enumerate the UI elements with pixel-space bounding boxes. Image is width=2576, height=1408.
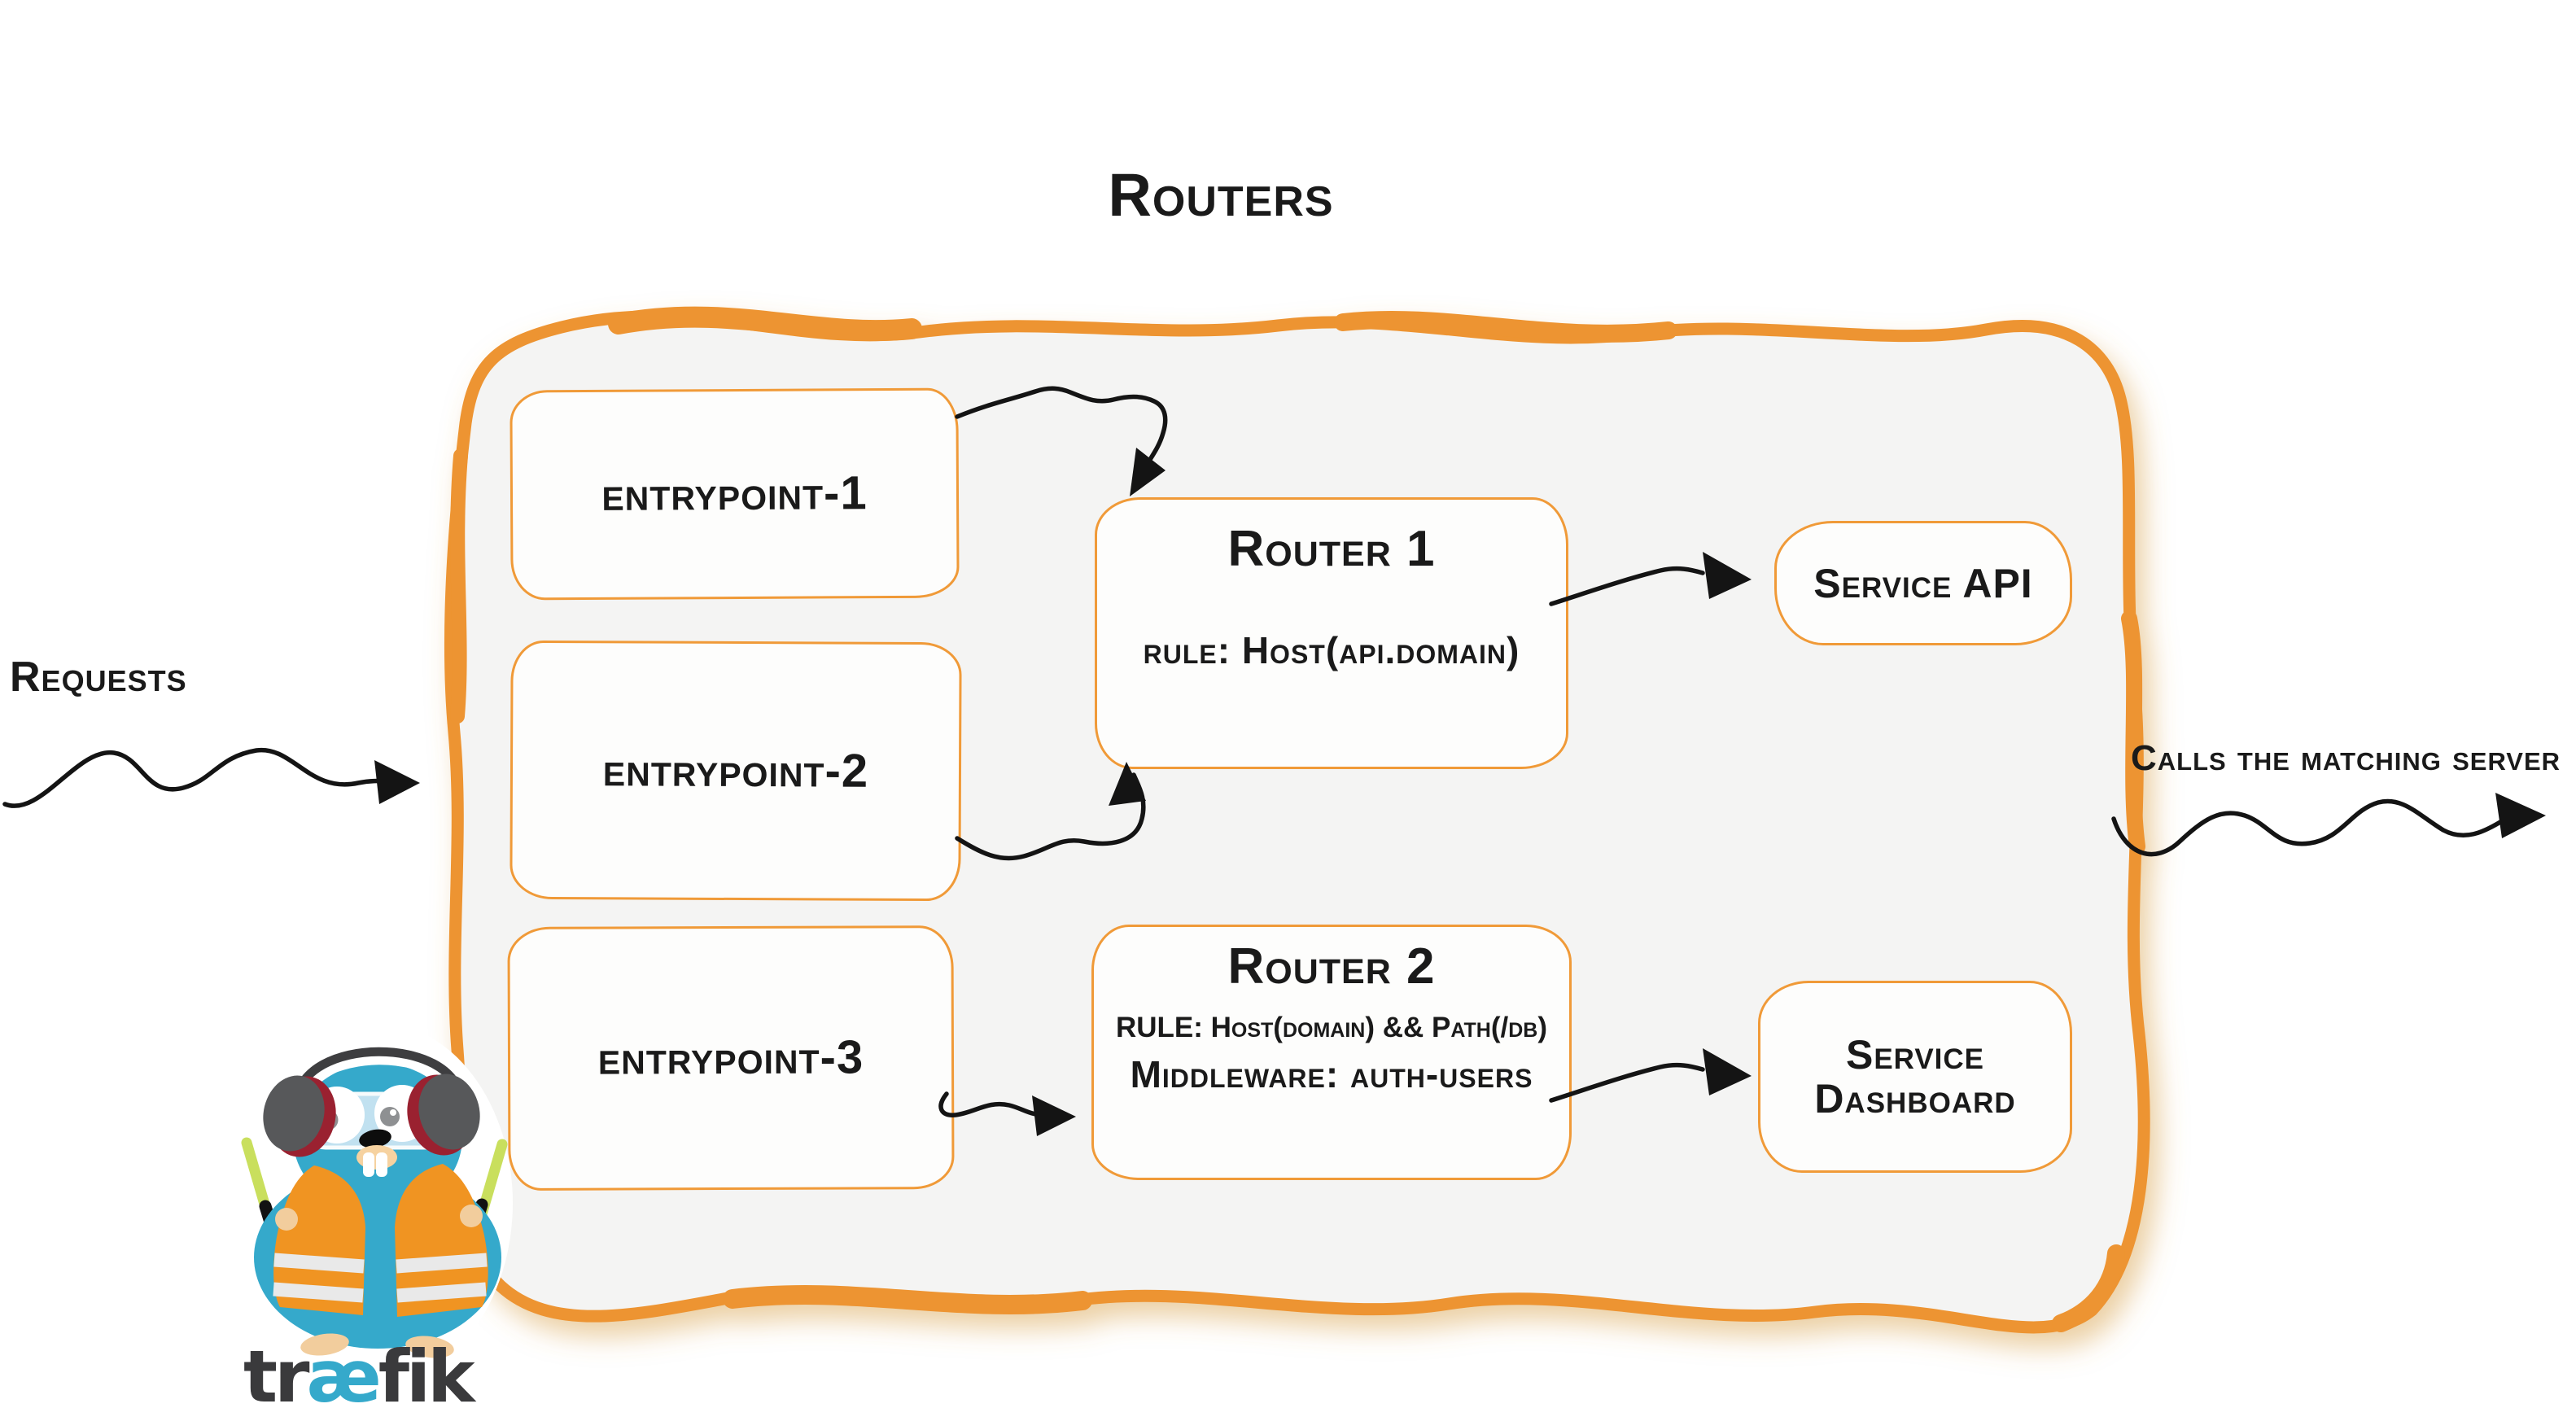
calls-the-matching-server-label: Calls the matching server xyxy=(2131,738,2561,778)
left-earcup-rim xyxy=(269,1076,336,1157)
gopher-body xyxy=(254,1166,501,1349)
right-marshalling-stick-icon xyxy=(468,1139,508,1248)
vest-left-flap xyxy=(273,1165,365,1315)
right-earcup-rim xyxy=(407,1074,474,1156)
gopher-right-eye xyxy=(374,1085,430,1142)
brush-accent-top-right xyxy=(1334,310,1677,343)
right-stick-grip xyxy=(466,1198,488,1240)
left-eye-glint xyxy=(328,1113,335,1119)
arrowhead-into-router1-top xyxy=(1130,448,1166,496)
entrypoint-3-label: entrypoint-3 xyxy=(597,1030,864,1085)
gopher-nose xyxy=(359,1129,391,1148)
gopher-muzzle xyxy=(356,1145,397,1170)
arrowhead-into-service-dashboard xyxy=(1703,1048,1752,1095)
router-2-rule: RULE: Host(domain) && Path(/db) xyxy=(1115,1011,1548,1043)
gopher-right-hand xyxy=(460,1205,483,1227)
arrow-entrypoint1-to-router1 xyxy=(955,386,1168,471)
entrypoint-3-box: entrypoint-3 xyxy=(507,925,955,1191)
service-dashboard-label-line1: Service xyxy=(1845,1032,1985,1078)
goggles-icon xyxy=(299,1091,457,1150)
entrypoint-1-box: entrypoint-1 xyxy=(510,387,960,601)
service-dashboard-label-line2: Dashboard xyxy=(1814,1076,2016,1122)
service-api-box: Service API xyxy=(1774,521,2072,645)
arrow-router1-to-service-api xyxy=(1549,566,1705,606)
entrypoint-1-label: entrypoint-1 xyxy=(601,466,868,521)
wordmark-fik: fik xyxy=(378,1335,475,1408)
gopher-left-hand xyxy=(275,1208,298,1231)
vest-reflective-stripes xyxy=(273,1253,488,1303)
calls-arrowhead xyxy=(2495,793,2546,838)
wordmark-tr: tr xyxy=(243,1335,309,1408)
left-pupil xyxy=(317,1109,339,1130)
brush-accent-right xyxy=(2121,610,2145,855)
left-earcup-icon xyxy=(263,1075,325,1152)
brush-accent-left xyxy=(450,448,468,724)
router-2-middleware: Middleware: auth-users xyxy=(1130,1052,1533,1095)
gopher-halo xyxy=(239,1022,513,1384)
router-1-rule: rule: Host(api.domain) xyxy=(1143,628,1520,671)
router-2-box: Router 2 RULE: Host(domain) && Path(/db)… xyxy=(1091,925,1572,1180)
brush-accent-corner xyxy=(2052,1244,2125,1332)
requests-label: Requests xyxy=(10,654,187,701)
right-eye-glint xyxy=(390,1109,396,1116)
headphone-band-icon xyxy=(291,1047,466,1103)
right-pupil xyxy=(380,1107,400,1126)
vest-right-flap xyxy=(395,1164,488,1317)
entrypoint-2-label: entrypoint-2 xyxy=(602,742,869,798)
vest-stripe xyxy=(396,1282,487,1303)
calls-arrow xyxy=(2111,798,2503,857)
requests-arrowhead xyxy=(374,760,420,804)
headphone-pad xyxy=(307,1040,450,1078)
gopher-mascot xyxy=(239,1022,513,1384)
brush-accent-top-left xyxy=(608,306,922,342)
arrowhead-into-router2 xyxy=(1032,1095,1076,1136)
page-title: Routers xyxy=(1108,161,1334,229)
vest-stripe xyxy=(396,1253,488,1274)
left-marshalling-stick-icon xyxy=(241,1137,281,1246)
left-stick-grip xyxy=(259,1200,281,1242)
brush-accent-bottom xyxy=(723,1285,1092,1314)
gopher-left-eye xyxy=(309,1087,365,1143)
service-dashboard-box: Service Dashboard xyxy=(1758,981,2072,1173)
router-1-title: Router 1 xyxy=(1227,521,1436,577)
arrowhead-into-service-api xyxy=(1703,552,1752,599)
arrow-entrypoint3-to-router2 xyxy=(938,1091,1049,1117)
vest-stripe xyxy=(273,1253,365,1274)
arrow-entrypoint2-to-router1 xyxy=(955,772,1146,861)
entrypoint-2-box: entrypoint-2 xyxy=(510,640,962,902)
service-api-label: Service API xyxy=(1813,560,2033,606)
wordmark-ae: æ xyxy=(306,1335,381,1408)
router-1-box: Router 1 rule: Host(api.domain) xyxy=(1095,497,1568,769)
requests-arrow xyxy=(2,747,396,808)
gopher-head xyxy=(293,1063,462,1213)
gopher-tooth xyxy=(376,1152,387,1177)
gopher-tooth xyxy=(363,1152,374,1177)
gopher-neck xyxy=(316,1164,440,1221)
vest-stripe xyxy=(273,1282,364,1303)
arrow-router2-to-service-dashboard xyxy=(1549,1062,1705,1103)
traefik-wordmark: træfik xyxy=(243,1335,475,1408)
router-2-title: Router 2 xyxy=(1227,938,1436,995)
right-earcup-icon xyxy=(418,1073,480,1150)
